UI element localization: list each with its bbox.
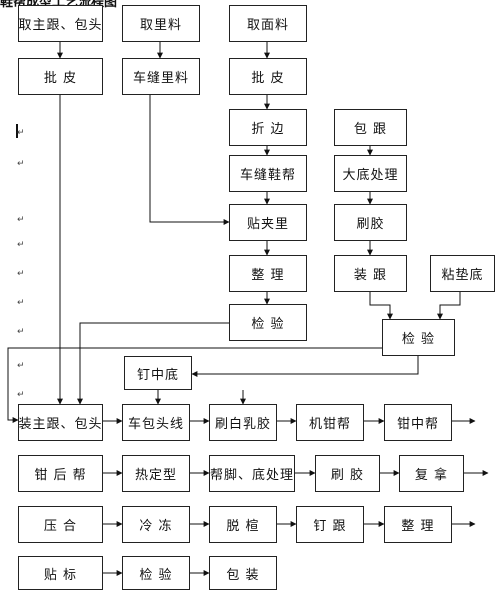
- node-finish-1: 整 理: [229, 255, 307, 292]
- node-brush-glue-1: 刷胶: [334, 204, 407, 241]
- node-inspect-1: 检 验: [229, 304, 307, 341]
- node-press: 压 合: [18, 506, 103, 543]
- paragraph-mark: ↵: [17, 215, 25, 225]
- flow-arrow-6: [149, 95, 230, 225]
- node-fold-edge: 折 边: [229, 109, 307, 146]
- paragraph-mark: ↵: [17, 327, 25, 337]
- node-stitch-lining: 车缝里料: [122, 58, 200, 95]
- node-finish-2: 整 理: [384, 506, 452, 543]
- node-take-upper: 取面料: [229, 5, 307, 42]
- node-attach-lining: 贴夹里: [229, 204, 307, 241]
- flow-arrow-12: [369, 292, 393, 320]
- paragraph-mark: ↵: [17, 390, 25, 400]
- flow-arrow-17: [191, 356, 419, 377]
- paragraph-mark: ↵: [17, 269, 25, 279]
- node-delast: 脱 楦: [209, 506, 277, 543]
- node-inspect-2: 检 验: [382, 319, 455, 356]
- node-middle-last: 钳中帮: [384, 404, 452, 441]
- node-wrap-heel: 包 跟: [334, 109, 407, 146]
- node-take-lining: 取里料: [122, 5, 200, 42]
- node-brush-glue-2: 刷 胶: [315, 455, 380, 492]
- node-stitch-upper: 车缝鞋帮: [229, 155, 307, 192]
- node-brush-white-latex: 刷白乳胶: [209, 404, 277, 441]
- flow-arrow-13: [437, 292, 461, 320]
- node-skive-1: 批 皮: [18, 58, 103, 95]
- node-heat-set: 热定型: [122, 455, 190, 492]
- node-sole-treatment: 大底处理: [334, 155, 407, 192]
- paragraph-mark: ↵: [17, 240, 25, 250]
- paragraph-mark: ↵: [17, 128, 25, 138]
- paragraph-mark: ↵: [17, 361, 25, 371]
- node-fit-heel: 装 跟: [334, 255, 407, 292]
- paragraph-mark: ↵: [17, 159, 25, 169]
- node-nail-heel: 钉 跟: [296, 506, 364, 543]
- node-stitch-toe-line: 车包头线: [122, 404, 190, 441]
- node-pack: 包 装: [209, 556, 277, 590]
- paragraph-mark: ↵: [17, 298, 25, 308]
- node-nail-midsole: 钉中底: [124, 356, 192, 390]
- node-fit-counter-toe: 装主跟、包头: [18, 404, 103, 441]
- node-heel-last: 钳 后 帮: [18, 455, 103, 492]
- node-stick-insole: 粘垫底: [430, 255, 495, 292]
- node-machine-last: 机钳帮: [296, 404, 364, 441]
- node-upper-sole-treatment: 帮脚、底处理: [209, 455, 295, 492]
- text-cursor: [16, 124, 18, 138]
- node-skive-2: 批 皮: [229, 58, 307, 95]
- flow-arrow-14: [77, 322, 229, 405]
- node-label: 贴 标: [18, 556, 103, 590]
- node-chill: 冷 冻: [122, 506, 190, 543]
- node-take-counter-toe: 取主跟、包头: [18, 5, 103, 42]
- node-inspect-3: 检 验: [122, 556, 190, 590]
- node-reactivate: 复 拿: [399, 455, 464, 492]
- flow-arrow-16: [7, 347, 382, 423]
